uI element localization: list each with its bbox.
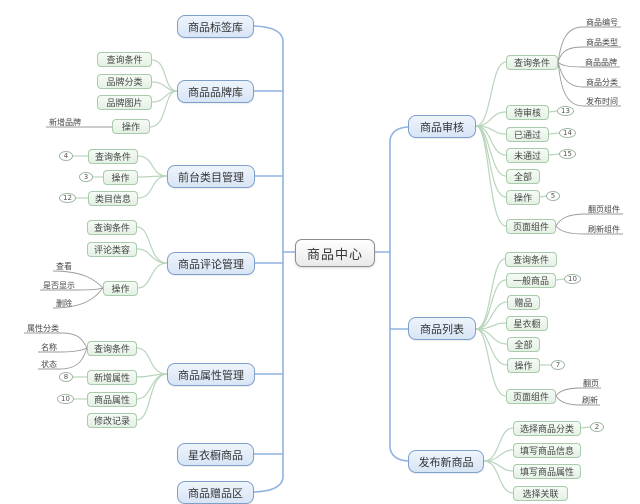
callout-add-brand[interactable]: 新增品牌 [49, 118, 81, 127]
sub-modify-record[interactable]: 修改记录 [87, 413, 137, 428]
sub-rejected[interactable]: 未通过 [506, 148, 549, 163]
badge-count[interactable]: 13 [557, 106, 574, 116]
callout-product-brand[interactable]: 商品品牌 [585, 58, 617, 67]
node-product-attribute-management[interactable]: 商品属性管理 [167, 363, 255, 386]
callout-page-flip-component[interactable]: 翻页组件 [588, 205, 620, 214]
callout-name[interactable]: 名称 [41, 343, 57, 352]
callout-refresh-component[interactable]: 刷新组件 [588, 225, 620, 234]
sub-product-attribute[interactable]: 商品属性 [87, 392, 137, 407]
callout-product-no[interactable]: 商品编号 [586, 18, 618, 27]
node-frontend-category-management[interactable]: 前台类目管理 [167, 165, 255, 188]
sub-operation[interactable]: 操作 [103, 281, 138, 296]
callout-show-or-not[interactable]: 是否显示 [43, 281, 75, 290]
node-star-wardrobe-product[interactable]: 星衣橱商品 [177, 443, 254, 466]
node-product-center[interactable]: 商品中心 [295, 239, 375, 267]
callout-delete[interactable]: 删除 [56, 299, 72, 308]
sub-query-condition[interactable]: 查询条件 [506, 55, 558, 70]
node-product-brand-library[interactable]: 商品品牌库 [177, 80, 254, 103]
sub-fill-product-info[interactable]: 填写商品信息 [513, 443, 581, 458]
badge-count[interactable]: 4 [59, 151, 73, 161]
sub-page-component[interactable]: 页面组件 [506, 219, 556, 234]
sub-all[interactable]: 全部 [506, 169, 540, 184]
sub-query-condition[interactable]: 查询条件 [505, 252, 557, 267]
sub-select-product-category[interactable]: 选择商品分类 [513, 421, 581, 436]
node-product-audit[interactable]: 商品审核 [408, 115, 476, 138]
sub-comment-content[interactable]: 评论类容 [87, 242, 137, 257]
sub-query-condition[interactable]: 查询条件 [87, 341, 137, 356]
sub-general-product[interactable]: 一般商品 [506, 273, 556, 288]
sub-gift[interactable]: 赠品 [507, 295, 540, 310]
sub-operation[interactable]: 操作 [112, 119, 150, 134]
sub-new-attribute[interactable]: 新增属性 [87, 370, 137, 385]
sub-all[interactable]: 全部 [507, 337, 540, 352]
callout-product-type[interactable]: 商品类型 [586, 38, 618, 47]
callout-publish-time[interactable]: 发布时间 [586, 97, 618, 106]
callout-attribute-category[interactable]: 属性分类 [27, 324, 59, 333]
badge-count[interactable]: 10 [564, 274, 581, 284]
callout-page-flip[interactable]: 翻页 [583, 379, 599, 388]
callout-refresh[interactable]: 刷新 [582, 396, 598, 405]
node-product-list[interactable]: 商品列表 [408, 317, 476, 340]
badge-count[interactable]: 14 [559, 128, 576, 138]
callout-product-category[interactable]: 商品分类 [586, 78, 618, 87]
sub-select-association[interactable]: 选择关联 [513, 486, 568, 501]
sub-fill-product-attribute[interactable]: 填写商品属性 [513, 464, 581, 479]
badge-count[interactable]: 10 [57, 394, 74, 404]
node-product-tag-library[interactable]: 商品标签库 [177, 15, 254, 38]
sub-brand-category[interactable]: 品牌分类 [97, 74, 152, 89]
sub-operation[interactable]: 操作 [506, 190, 540, 205]
badge-count[interactable]: 15 [559, 149, 576, 159]
sub-approved[interactable]: 已通过 [506, 127, 549, 142]
node-product-comment-management[interactable]: 商品评论管理 [167, 252, 255, 275]
badge-count[interactable]: 5 [546, 191, 560, 201]
node-publish-new-product[interactable]: 发布新商品 [408, 450, 484, 473]
sub-operation[interactable]: 操作 [507, 358, 540, 373]
sub-pending-review[interactable]: 待审核 [506, 105, 549, 120]
sub-category-info[interactable]: 类目信息 [88, 191, 138, 206]
sub-page-component[interactable]: 页面组件 [506, 389, 556, 404]
callout-status[interactable]: 状态 [41, 360, 57, 369]
sub-query-condition[interactable]: 查询条件 [87, 220, 137, 235]
sub-query-condition[interactable]: 查询条件 [97, 52, 152, 67]
callout-view[interactable]: 查看 [56, 262, 72, 271]
sub-operation[interactable]: 操作 [103, 170, 138, 185]
badge-count[interactable]: 12 [59, 193, 76, 203]
badge-count[interactable]: 8 [59, 372, 73, 382]
badge-count[interactable]: 7 [551, 360, 565, 370]
sub-brand-image[interactable]: 品牌图片 [97, 95, 152, 110]
badge-count[interactable]: 2 [590, 422, 604, 432]
badge-count[interactable]: 3 [79, 172, 93, 182]
node-product-gift-area[interactable]: 商品赠品区 [177, 481, 254, 504]
sub-star-wardrobe[interactable]: 星衣橱 [506, 316, 548, 331]
sub-query-condition[interactable]: 查询条件 [88, 149, 138, 164]
